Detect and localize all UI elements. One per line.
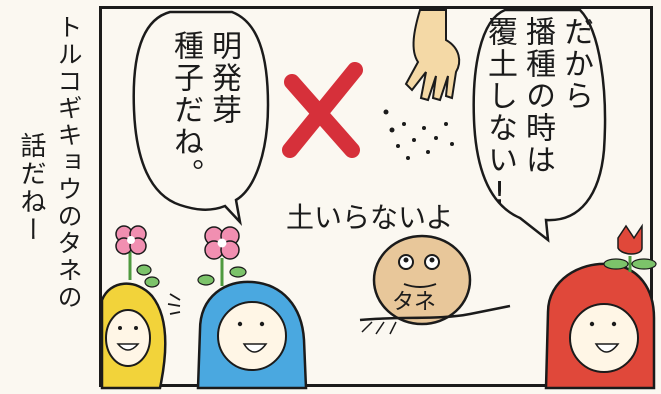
no-soil-text: 土いらないよ xyxy=(286,201,454,234)
hand-icon xyxy=(404,9,461,102)
red-character xyxy=(544,262,656,390)
falling-seeds xyxy=(383,109,454,160)
seed-character xyxy=(372,234,472,326)
speech-bubble-right xyxy=(472,8,607,243)
yellow-character xyxy=(100,282,167,390)
pink-flower-icon xyxy=(115,225,160,288)
pink-flower-icon xyxy=(197,226,247,286)
speech-left-line2: 種子だね。 xyxy=(168,30,203,190)
side-caption-line2: 話だねー xyxy=(16,132,46,244)
speech-right-line2: 播種の時は xyxy=(520,16,555,176)
speech-bubble-left xyxy=(132,10,270,226)
red-cross-mark xyxy=(282,62,363,158)
side-caption-line1: トルコギキョウのタネの xyxy=(54,14,83,311)
blue-character xyxy=(196,280,308,390)
ground-line xyxy=(359,304,511,322)
speech-left-line1: 明発芽 xyxy=(206,30,241,126)
speech-right-line1: だから xyxy=(558,16,593,112)
speech-right-line3: 覆土しない! xyxy=(482,16,517,213)
tulip-icon xyxy=(603,223,657,272)
seed-label: タネ xyxy=(392,290,437,315)
